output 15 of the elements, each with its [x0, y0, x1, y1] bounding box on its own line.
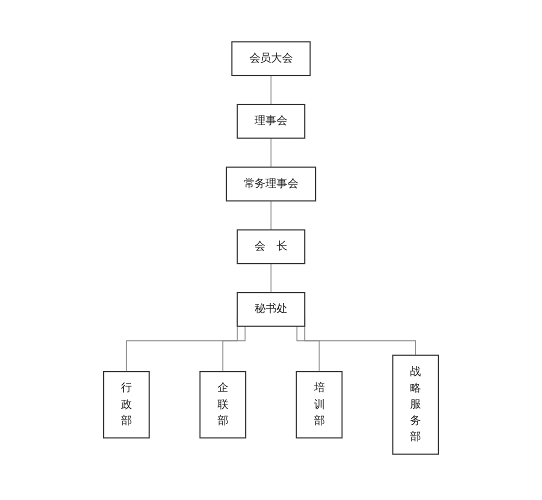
connector [296, 326, 320, 372]
connector [270, 138, 272, 168]
node-box: 秘书处 [236, 292, 306, 327]
node-box: 行政部 [103, 371, 150, 438]
connector [270, 200, 272, 230]
node-box: 理事会 [236, 104, 306, 139]
node-box: 会 长 [236, 229, 306, 264]
node-box: 培训部 [296, 371, 343, 438]
node-box: 战略服务部 [392, 354, 439, 455]
node-box: 会员大会 [231, 41, 311, 76]
node-box: 常务理事会 [226, 166, 316, 202]
node-box: 企联部 [199, 371, 246, 438]
connector [222, 326, 246, 372]
connector [270, 263, 272, 294]
connector [270, 75, 272, 105]
